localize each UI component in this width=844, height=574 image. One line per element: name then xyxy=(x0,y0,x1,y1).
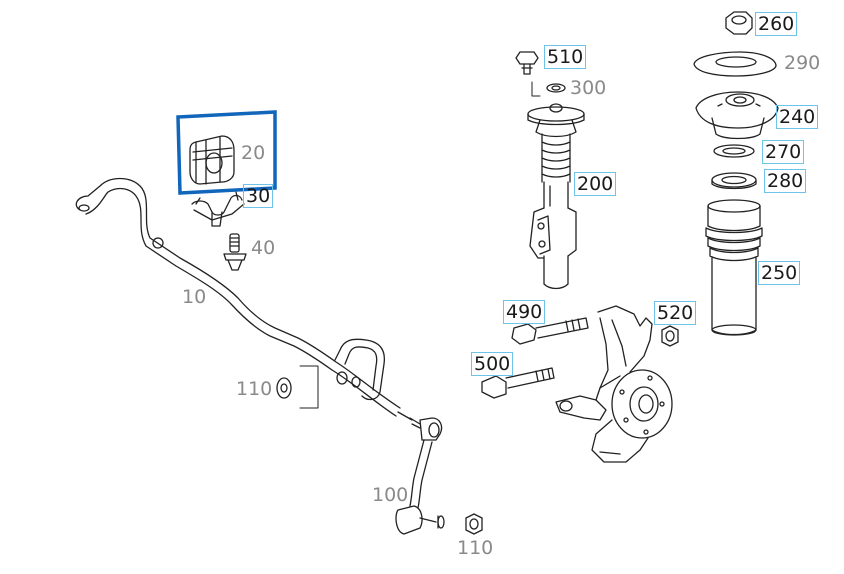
part-label-290[interactable]: 290 xyxy=(784,52,821,74)
part-label-500[interactable]: 500 xyxy=(471,352,514,376)
part-label-40[interactable]: 40 xyxy=(251,237,276,259)
bolt-510[interactable] xyxy=(515,51,539,75)
plate-290[interactable] xyxy=(693,51,777,77)
steering-knuckle[interactable] xyxy=(555,305,673,463)
part-label-300[interactable]: 300 xyxy=(570,77,607,99)
part-label-250[interactable]: 250 xyxy=(758,261,801,285)
ring-280[interactable] xyxy=(711,172,757,190)
selection-highlight-frame xyxy=(176,110,277,195)
strut-mount[interactable] xyxy=(695,91,779,140)
nut-110-bottom[interactable] xyxy=(465,513,483,535)
part-label-10[interactable]: 10 xyxy=(182,286,207,308)
leader-line xyxy=(531,81,541,97)
leader-line xyxy=(299,365,319,409)
part-label-100[interactable]: 100 xyxy=(372,484,409,506)
part-label-280[interactable]: 280 xyxy=(764,169,807,193)
part-label-20[interactable]: 20 xyxy=(241,142,266,164)
shock-absorber-strut[interactable] xyxy=(527,103,585,290)
part-label-110-left[interactable]: 110 xyxy=(236,378,273,400)
dust-boot[interactable] xyxy=(705,199,763,336)
part-label-260[interactable]: 260 xyxy=(755,12,798,36)
nut-520[interactable] xyxy=(661,325,679,347)
bolt-500[interactable] xyxy=(481,367,555,399)
part-label-510[interactable]: 510 xyxy=(544,45,587,69)
part-label-490[interactable]: 490 xyxy=(503,300,546,324)
stabilizer-bar[interactable] xyxy=(75,177,401,417)
stabilizer-link[interactable] xyxy=(395,411,445,535)
part-label-30[interactable]: 30 xyxy=(243,184,274,208)
part-label-520[interactable]: 520 xyxy=(654,301,697,325)
ring-270[interactable] xyxy=(713,144,755,158)
washer-300[interactable] xyxy=(546,83,566,93)
part-label-200[interactable]: 200 xyxy=(574,172,617,196)
bolt-490[interactable] xyxy=(511,317,589,345)
stabilizer-bushing[interactable] xyxy=(189,135,235,185)
part-label-270[interactable]: 270 xyxy=(762,140,805,164)
part-label-110-bottom[interactable]: 110 xyxy=(457,537,494,559)
bracket-bolt[interactable] xyxy=(223,233,247,271)
nut-260[interactable] xyxy=(725,11,753,35)
part-label-240[interactable]: 240 xyxy=(776,105,819,129)
bushing-bracket[interactable] xyxy=(191,191,245,227)
washer-110-left[interactable] xyxy=(276,377,292,399)
